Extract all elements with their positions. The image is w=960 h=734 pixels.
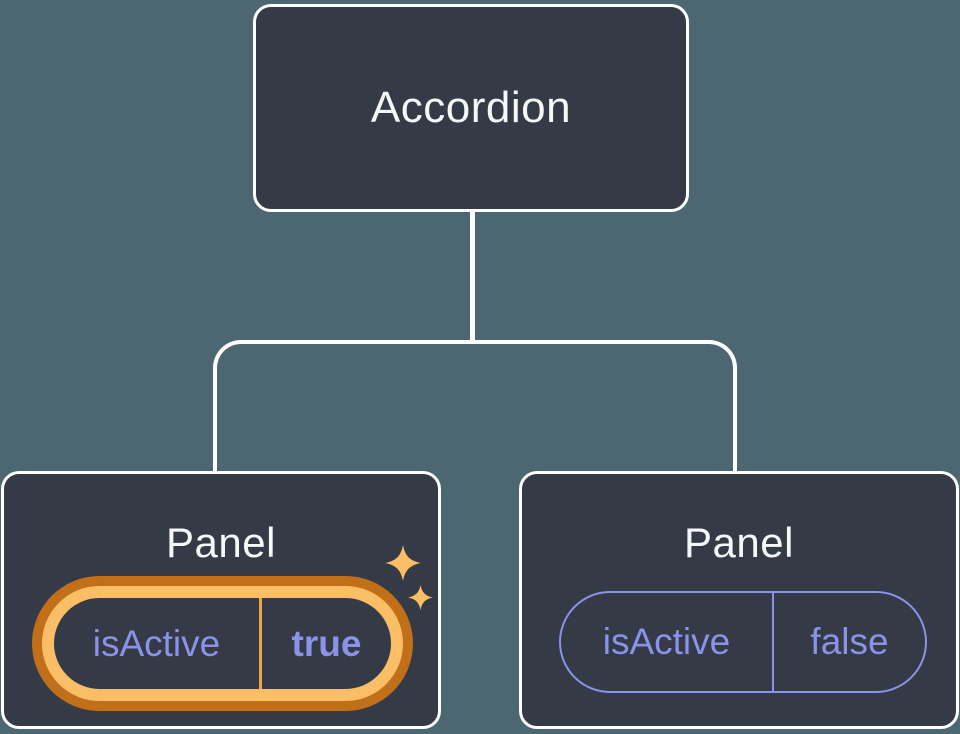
panel-title-inactive: Panel [684,519,794,566]
state-value-active: true [291,622,362,664]
panel-node-inactive: Panel isActive false [519,471,959,729]
panel-node-active: Panel isActive true [1,471,441,729]
accordion-label: Accordion [370,83,572,132]
connector-root-stem [470,210,475,344]
accordion-node: Accordion [253,4,689,212]
panel-title-active: Panel [166,519,276,566]
state-pill-active: isActive true [42,586,403,701]
sparkle-large-icon [385,545,421,581]
connector-branch [213,340,737,471]
state-value-inactive: false [810,621,889,662]
state-pill-inactive: isActive false [559,591,927,693]
pill-divider-inactive [772,593,774,691]
state-key-active: isActive [92,622,221,664]
state-key-inactive: isActive [602,621,731,662]
pill-divider-active [259,598,262,689]
sparkle-small-icon [408,585,433,610]
